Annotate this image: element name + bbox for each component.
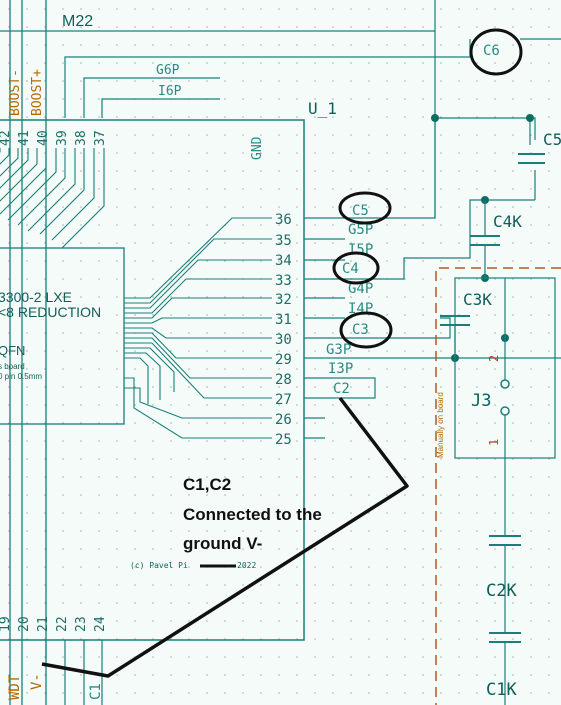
bottom-pin-20: 20 bbox=[17, 616, 32, 632]
net-label-c2: C2 bbox=[333, 381, 350, 397]
chip-body-outer bbox=[0, 119, 305, 641]
net-label-g6p: G6P bbox=[156, 63, 180, 78]
gnd-label: GND bbox=[250, 136, 265, 160]
manual-note: Manually on board bbox=[436, 392, 445, 458]
top-pin-40: 40 bbox=[36, 130, 51, 146]
j3-pin-1: 1 bbox=[487, 439, 501, 446]
chip-small-line-1: s board bbox=[0, 362, 25, 371]
right-pin-30: 30 bbox=[275, 332, 292, 348]
right-pin-27: 27 bbox=[275, 392, 292, 408]
bottom-pin-23: 23 bbox=[74, 616, 89, 632]
right-pin-35: 35 bbox=[275, 233, 292, 249]
net-label-g3p: G3P bbox=[326, 342, 351, 358]
bottom-label-c1: C1 bbox=[88, 683, 104, 700]
bottom-label-vminus: V- bbox=[29, 673, 45, 690]
annotation-circle-c3 bbox=[339, 311, 393, 349]
right-pin-34: 34 bbox=[275, 253, 292, 269]
c3k-leads bbox=[454, 278, 506, 458]
right-pin-28: 28 bbox=[275, 372, 292, 388]
j3-pin2-contact bbox=[500, 379, 510, 389]
j3-pin1-contact bbox=[500, 406, 510, 416]
net-label-c4: C4 bbox=[342, 261, 359, 277]
annotation-circle-c5 bbox=[338, 191, 392, 225]
left-border-lines bbox=[9, 0, 47, 705]
top-pin-39: 39 bbox=[55, 130, 70, 146]
right-pin-36: 36 bbox=[275, 212, 292, 228]
annotation-circle-c6 bbox=[469, 28, 523, 76]
manual-dashed-box bbox=[435, 267, 561, 705]
annotation-note-line-3: ground V- bbox=[183, 534, 262, 553]
annotation-note-line-2: Connected to the bbox=[183, 505, 322, 524]
top-pin-38: 38 bbox=[74, 130, 89, 146]
bottom-pin-24: 24 bbox=[93, 616, 108, 632]
cap-ref-c2k: C2K bbox=[486, 581, 517, 601]
right-pin-31: 31 bbox=[275, 312, 292, 328]
right-pin-25: 25 bbox=[275, 432, 292, 448]
cap-ref-c4k: C4K bbox=[493, 212, 522, 231]
j3-pin-2: 2 bbox=[487, 355, 501, 362]
annotation-connection-line bbox=[41, 396, 409, 678]
boost-plus-label: BOOST+ bbox=[30, 69, 45, 116]
chip-package-label: QFN bbox=[0, 343, 25, 358]
net-label-i3p: I3P bbox=[328, 361, 353, 377]
top-pin-42: 42 bbox=[0, 130, 13, 146]
net-label-c3: C3 bbox=[352, 322, 369, 338]
bottom-label-wdt: WDT bbox=[7, 674, 23, 700]
chip-internal-top-wires bbox=[0, 148, 105, 249]
annotation-circle-c4 bbox=[332, 251, 380, 285]
capacitor-c1k bbox=[489, 632, 521, 643]
cap-ref-c1k: C1K bbox=[486, 680, 517, 700]
chip-small-line-2: 0 pin 0.5mm bbox=[0, 372, 42, 381]
copyright: (c) Pavel Pi bbox=[130, 561, 188, 570]
capacitor-c2k bbox=[489, 535, 521, 546]
bottom-pin-21: 21 bbox=[36, 616, 51, 632]
net-label-i6p: I6P bbox=[158, 84, 182, 99]
right-net-labels: C5 G5P I5P C4 G4P I4P C3 G3P I3P C2 bbox=[326, 203, 373, 397]
sheet-ref-top: M22 bbox=[62, 13, 93, 30]
net-label-g4p: G4P bbox=[348, 281, 373, 297]
bottom-pin-19: 19 bbox=[0, 616, 13, 632]
chip-line-2: <8 REDUCTION bbox=[0, 304, 101, 320]
connector-ref-j3: J3 bbox=[471, 391, 491, 411]
capacitor-c5 bbox=[518, 153, 545, 164]
component-ref: U_1 bbox=[308, 99, 337, 118]
right-pin-29: 29 bbox=[275, 352, 292, 368]
right-pin-32: 32 bbox=[275, 292, 292, 308]
chip-inner-package bbox=[0, 247, 125, 425]
net-label-g5p: G5P bbox=[348, 222, 373, 238]
bottom-pin-22: 22 bbox=[55, 616, 70, 632]
top-pin-41: 41 bbox=[17, 130, 32, 146]
copyright-year: 2022 bbox=[237, 561, 256, 570]
right-pin-numbers: 36 35 34 33 32 31 30 29 28 27 26 25 bbox=[275, 212, 292, 448]
right-pin-26: 26 bbox=[275, 412, 292, 428]
chip-line-1: 3300-2 LXE bbox=[0, 289, 72, 305]
cap-ref-c3k: C3K bbox=[463, 290, 492, 309]
label-c6: C6 bbox=[483, 43, 500, 59]
cap-ref-c5: C5 bbox=[543, 130, 561, 149]
right-pin-33: 33 bbox=[275, 273, 292, 289]
top-pin-37: 37 bbox=[93, 130, 108, 146]
chip-fanout-wires bbox=[124, 217, 272, 439]
boost-minus-label: BOOST- bbox=[8, 69, 23, 116]
annotation-note-line-1: C1,C2 bbox=[183, 475, 231, 494]
net-label-c5: C5 bbox=[352, 203, 369, 219]
